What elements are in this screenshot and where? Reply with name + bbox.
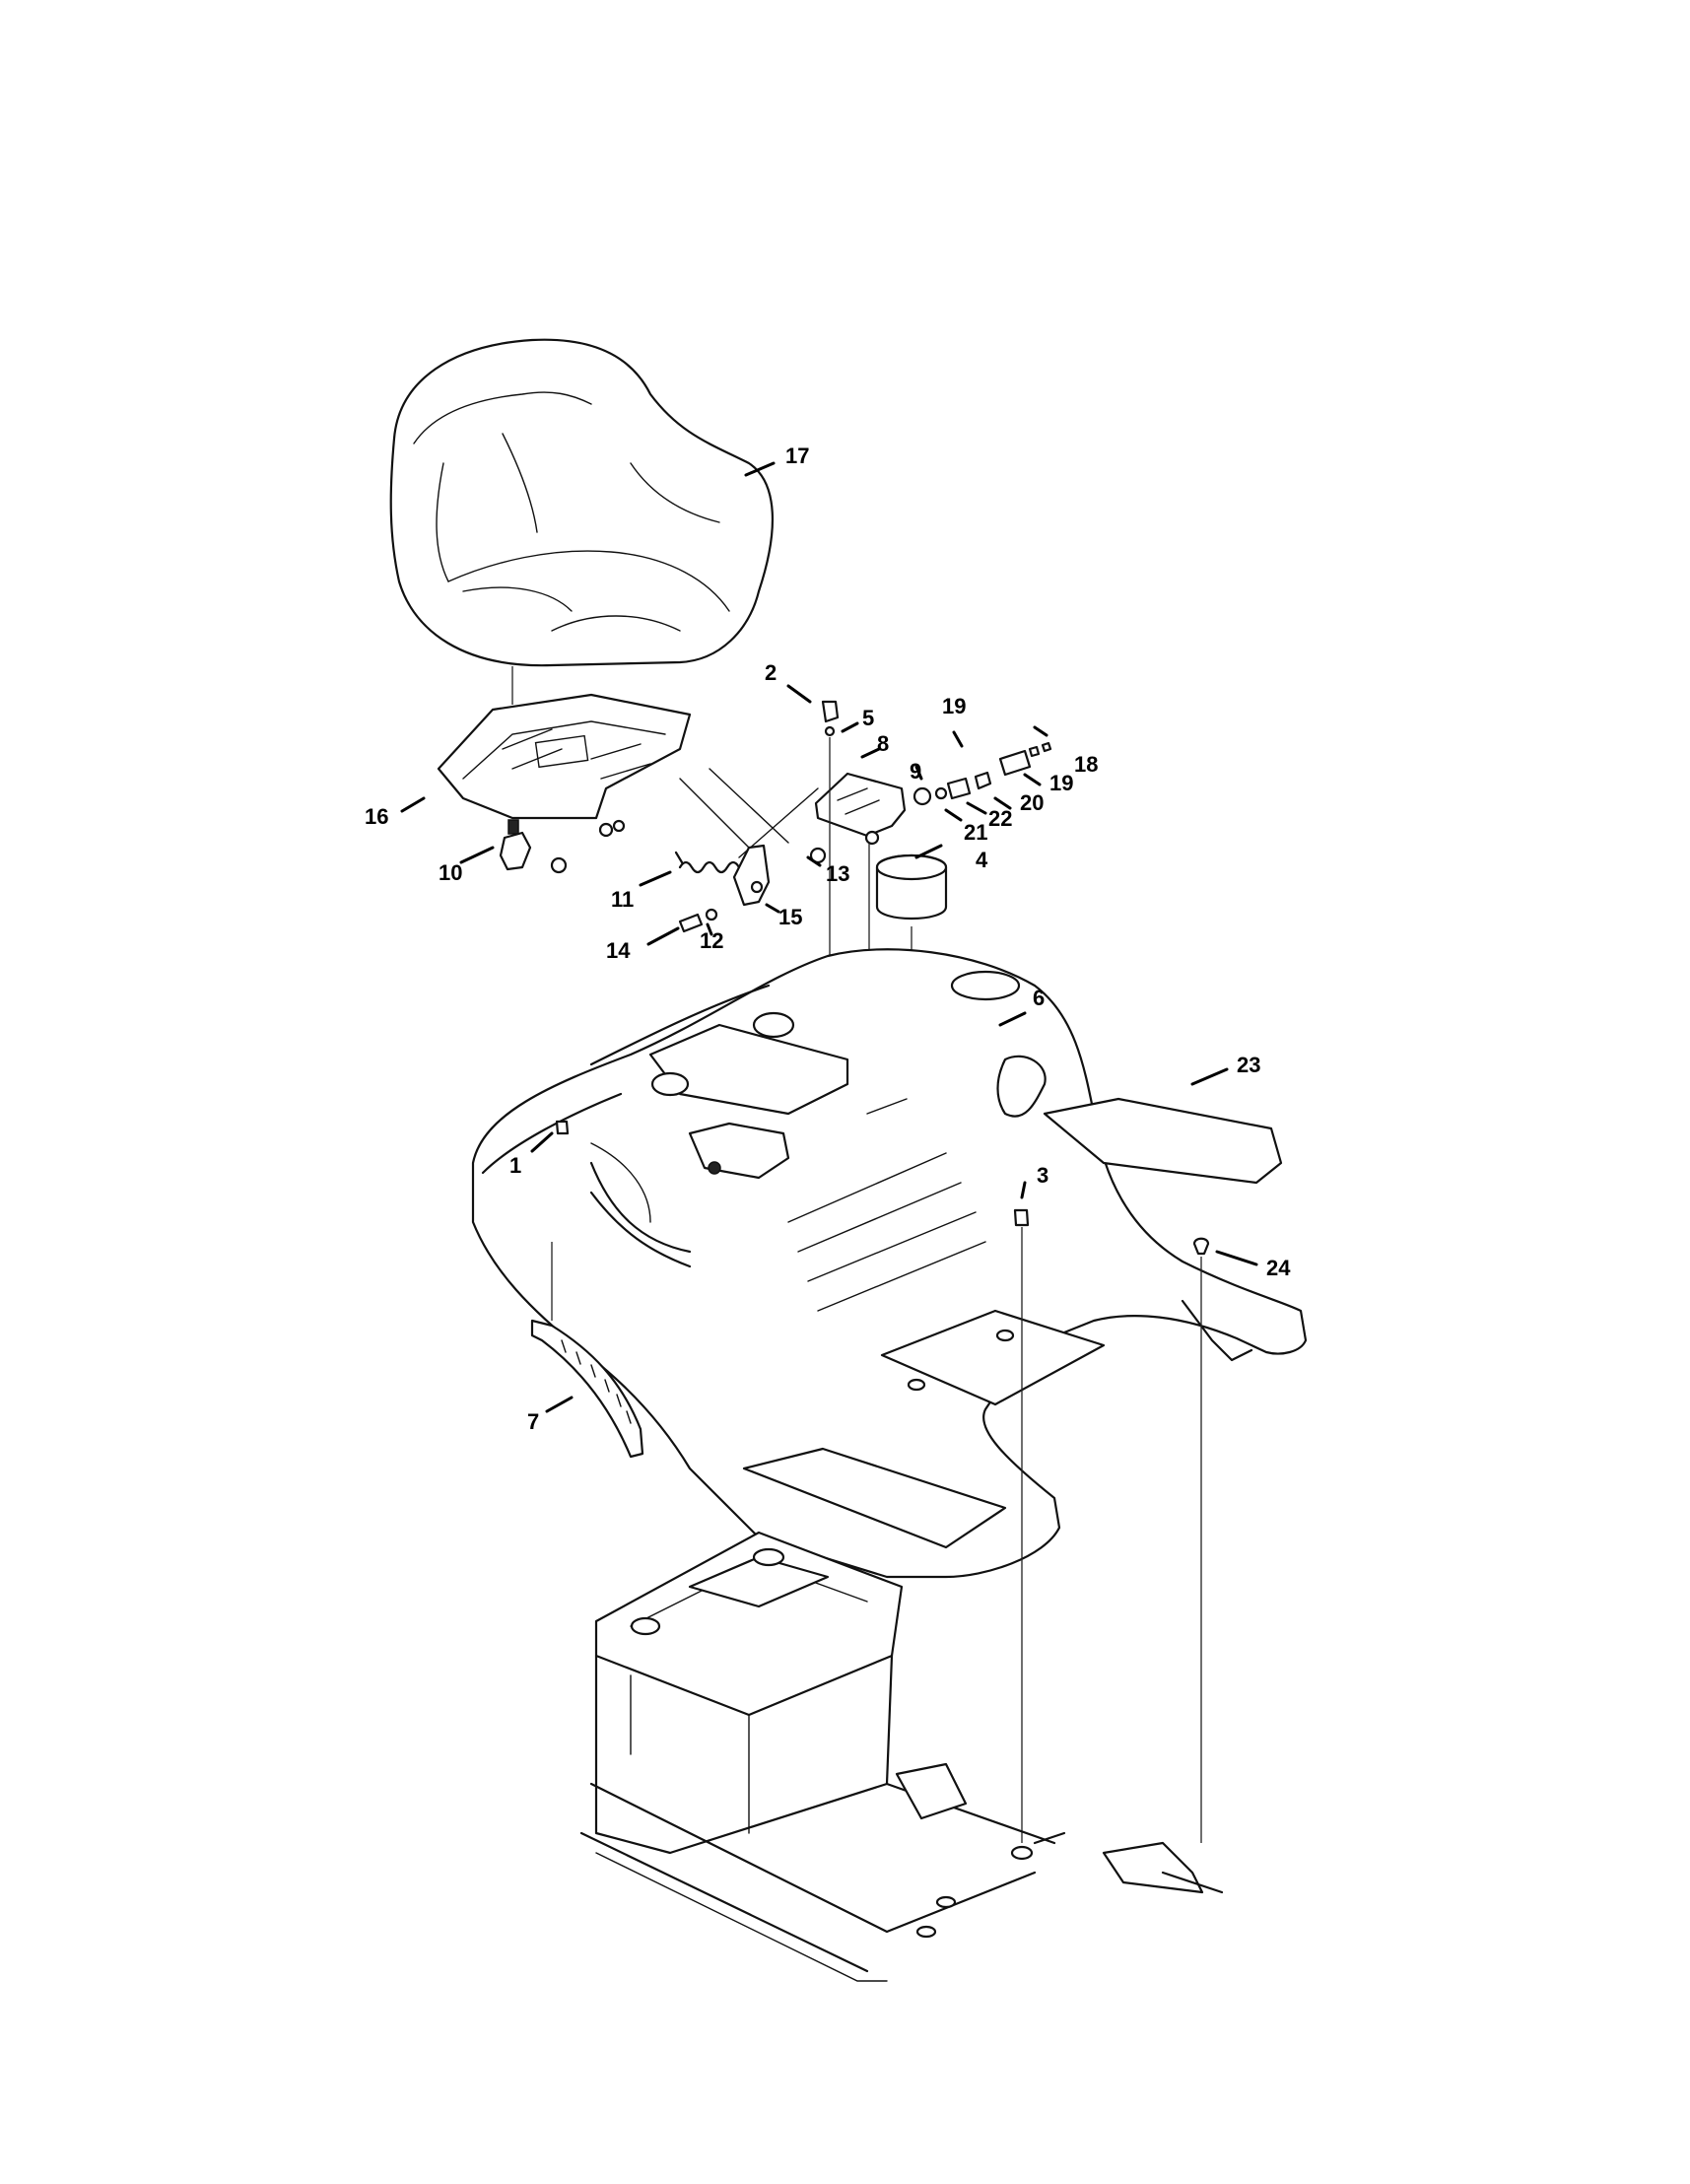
seat-adjust-plate bbox=[530, 1319, 644, 1459]
floor-plate bbox=[742, 1447, 1007, 1549]
seat bbox=[389, 338, 775, 667]
bolt-head bbox=[708, 1161, 721, 1175]
callout-18: 18 bbox=[1074, 752, 1098, 777]
callout-12: 12 bbox=[700, 928, 723, 953]
lever-slot bbox=[996, 1055, 1047, 1118]
bolt bbox=[821, 700, 840, 723]
guide-line bbox=[679, 778, 750, 849]
callout-21: 21 bbox=[964, 820, 987, 845]
washer bbox=[824, 725, 836, 737]
seat-bracket bbox=[814, 772, 907, 846]
callout-10: 10 bbox=[439, 860, 462, 885]
callout-9: 9 bbox=[910, 759, 921, 784]
callout-1: 1 bbox=[509, 1153, 521, 1178]
callout-23: 23 bbox=[1237, 1053, 1260, 1077]
callout-19-top: 19 bbox=[942, 694, 966, 718]
callout-11: 11 bbox=[611, 887, 634, 912]
guide-line bbox=[738, 787, 819, 858]
switch-clip bbox=[974, 771, 992, 790]
screw bbox=[1041, 741, 1052, 753]
callout-20: 20 bbox=[1020, 790, 1044, 815]
bolt bbox=[555, 1120, 570, 1135]
switch-plunger bbox=[946, 777, 972, 800]
pivot-bracket bbox=[732, 844, 771, 907]
callout-13: 13 bbox=[826, 861, 849, 886]
seat-bumper bbox=[499, 819, 532, 871]
callout-8: 8 bbox=[877, 731, 889, 756]
guide-line bbox=[709, 768, 789, 844]
bolt bbox=[678, 913, 704, 933]
nut bbox=[913, 786, 932, 806]
washer bbox=[934, 786, 948, 800]
fender-mat bbox=[1043, 1097, 1283, 1185]
seat-pan bbox=[437, 693, 692, 838]
callout-6: 6 bbox=[1033, 986, 1045, 1010]
switch bbox=[998, 749, 1032, 777]
callout-7: 7 bbox=[527, 1409, 539, 1434]
callout-22: 22 bbox=[988, 806, 1012, 831]
fender-hole bbox=[752, 1011, 795, 1039]
fuel-cap bbox=[875, 853, 948, 921]
callout-17: 17 bbox=[785, 444, 809, 468]
callout-14: 14 bbox=[606, 938, 631, 963]
callout-24: 24 bbox=[1266, 1256, 1291, 1280]
floor-plate bbox=[880, 1309, 1106, 1406]
callout-4: 4 bbox=[976, 848, 988, 872]
callout-19-right: 19 bbox=[1049, 771, 1073, 795]
plug bbox=[1192, 1237, 1210, 1256]
callout-16: 16 bbox=[365, 804, 388, 829]
fender bbox=[471, 948, 1308, 1579]
bolt bbox=[1013, 1208, 1030, 1227]
washer bbox=[550, 856, 568, 874]
fuel-neck-opening bbox=[950, 970, 1021, 1001]
leader-lines bbox=[400, 461, 1258, 1413]
fender-hole bbox=[650, 1071, 690, 1097]
callout-5: 5 bbox=[862, 706, 874, 730]
callout-3: 3 bbox=[1037, 1163, 1048, 1188]
washer bbox=[705, 908, 718, 921]
screw bbox=[1028, 745, 1041, 758]
callout-2: 2 bbox=[765, 660, 777, 685]
frame bbox=[579, 1531, 1224, 1982]
callout-15: 15 bbox=[778, 905, 802, 929]
